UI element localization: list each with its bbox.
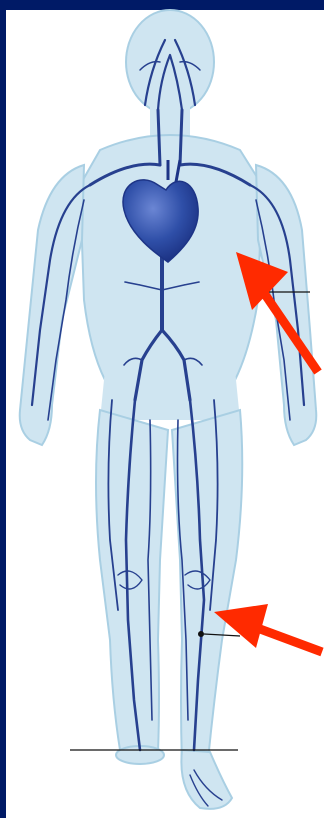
body-silhouette bbox=[20, 10, 317, 809]
red-arrow-icon bbox=[214, 604, 322, 652]
